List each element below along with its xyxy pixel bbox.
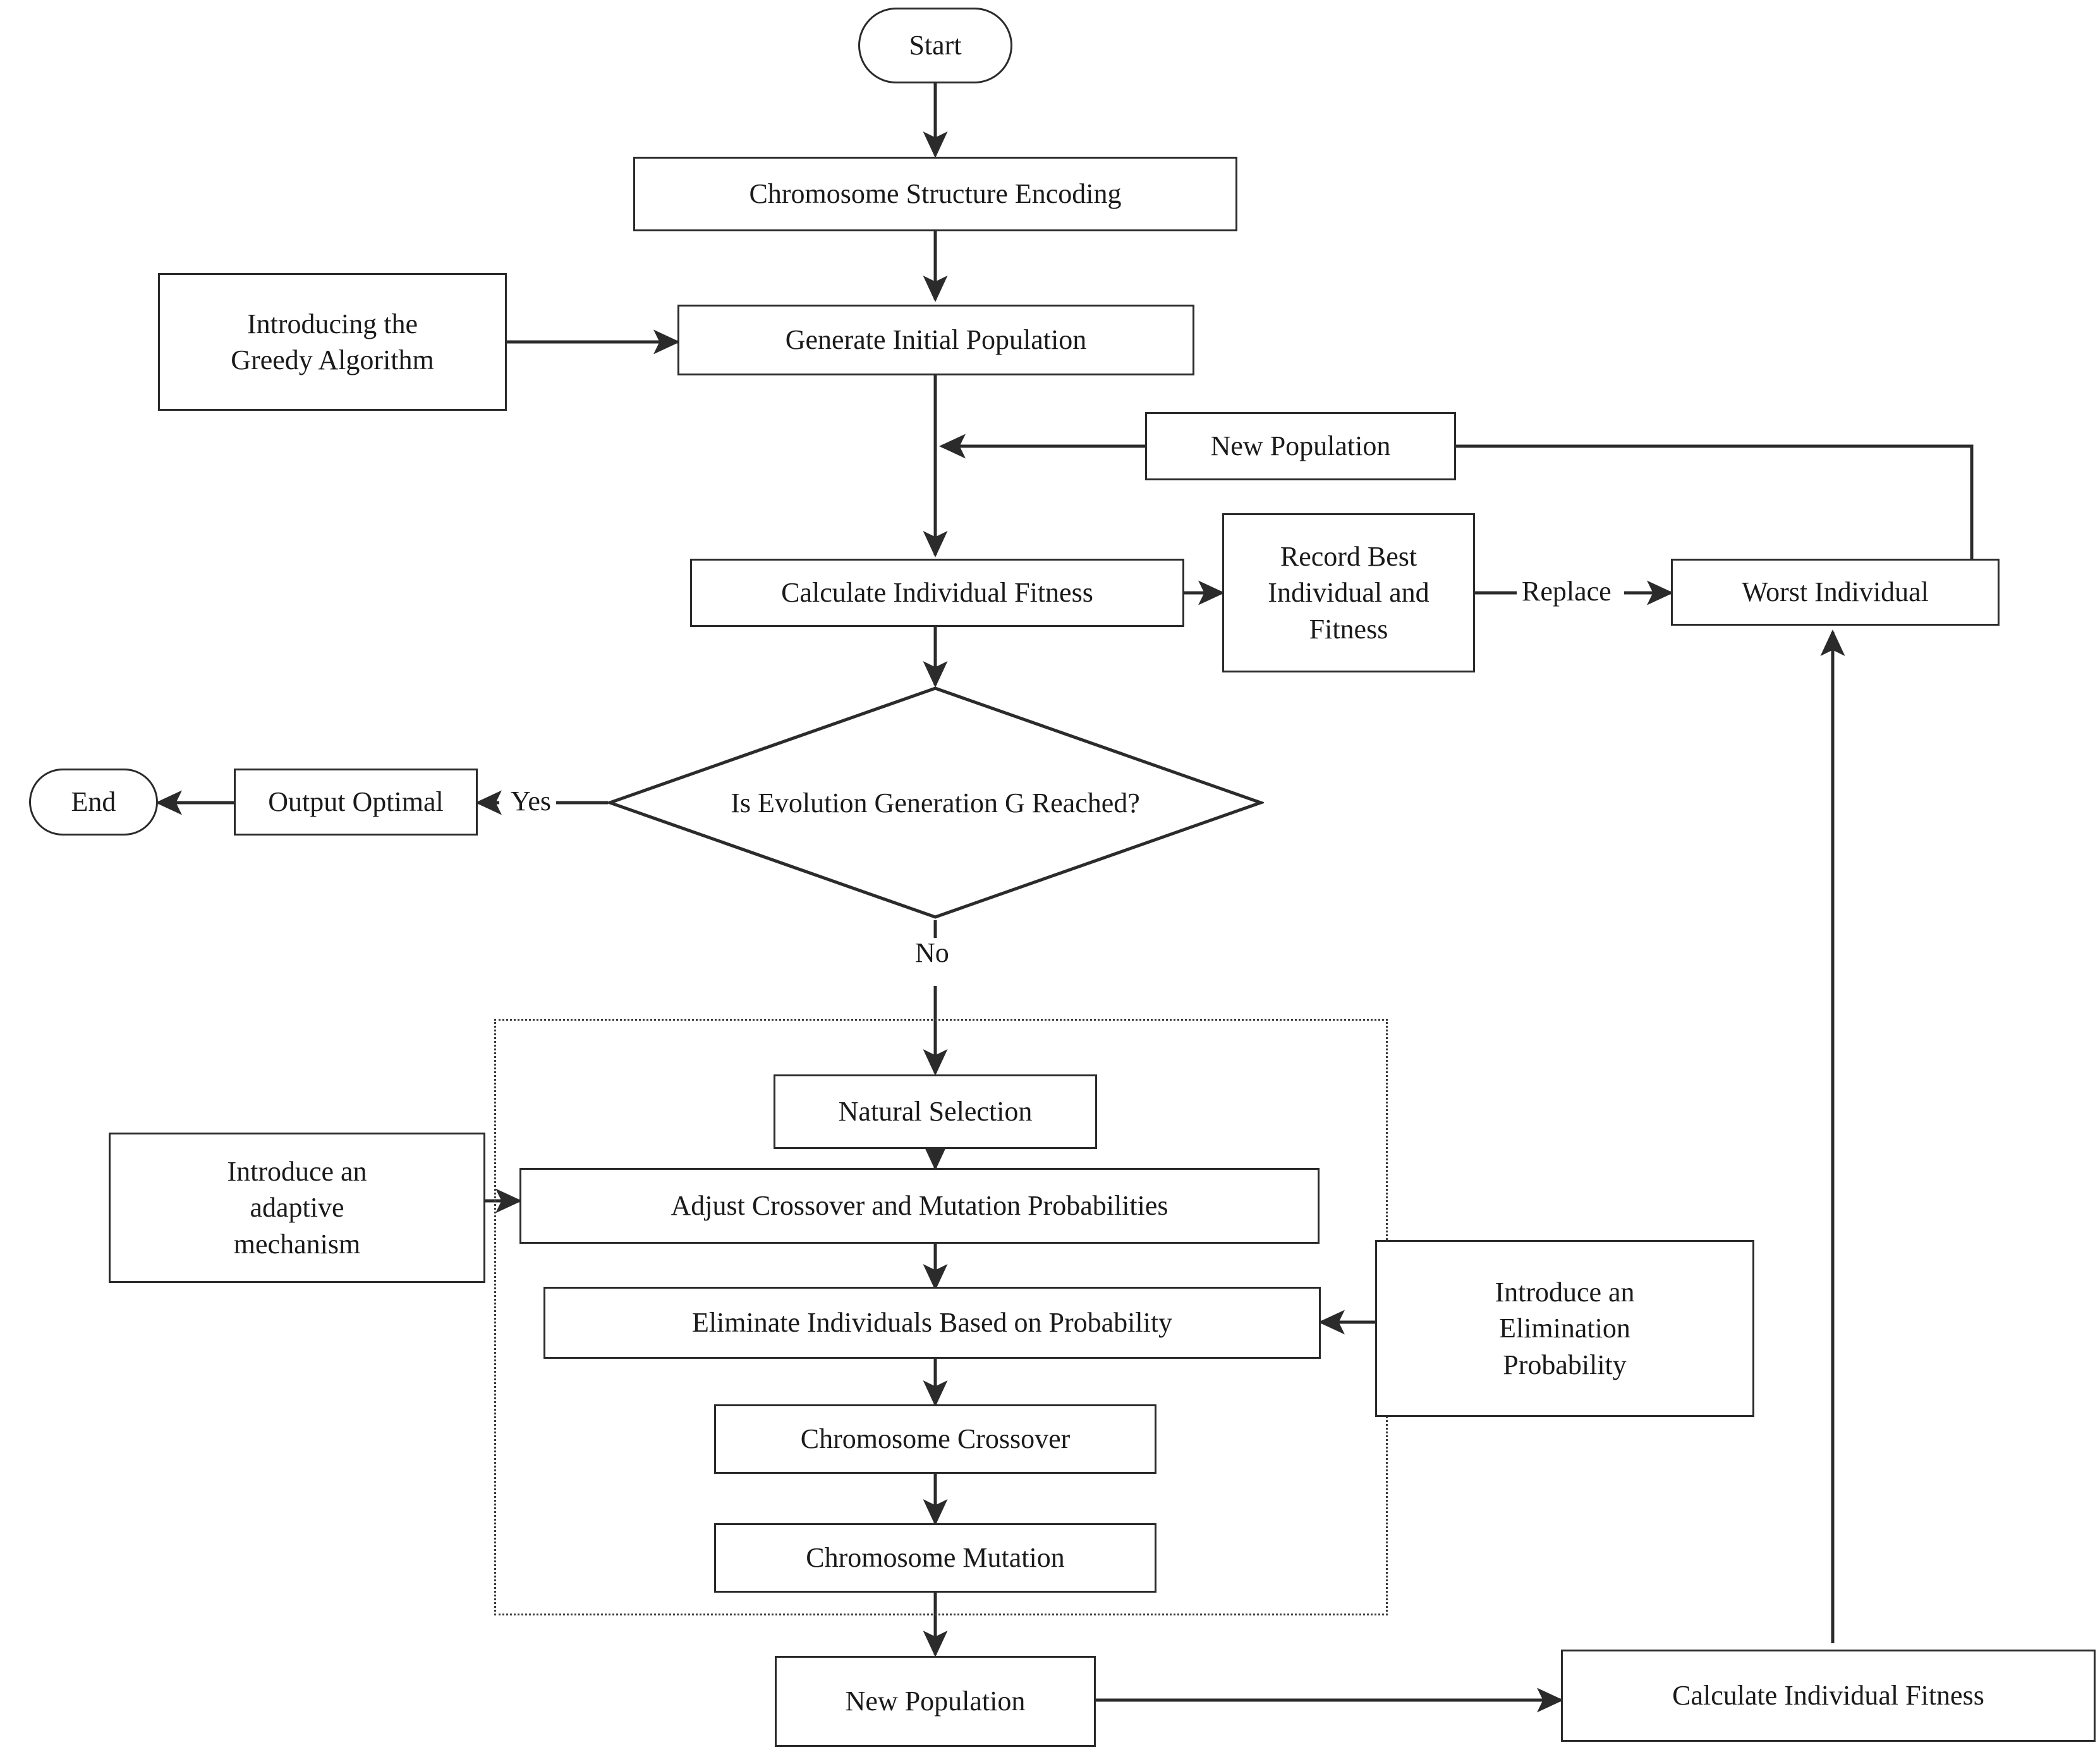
node-calculate-individual-fitness[interactable]: Calculate Individual Fitness: [690, 559, 1184, 627]
node-record-best-line1: Record Best: [1280, 541, 1417, 573]
node-new-population-bottom-label: New Population: [845, 1686, 1026, 1717]
edge-label-no: No: [910, 938, 954, 968]
node-adaptive-line3: mechanism: [233, 1228, 361, 1260]
edge-label-yes: Yes: [506, 786, 557, 817]
node-introduce-elimination-probability[interactable]: Introduce an Elimination Probability: [1375, 1240, 1754, 1417]
node-elim-prob-line3: Probability: [1503, 1349, 1627, 1380]
node-chromosome-structure-encoding[interactable]: Chromosome Structure Encoding: [633, 157, 1237, 231]
node-record-best-line2: Individual and: [1268, 577, 1429, 609]
node-natural-selection[interactable]: Natural Selection: [774, 1074, 1097, 1149]
node-worst-individual-text: Worst Individual: [1742, 576, 1929, 608]
node-eliminate-label: Eliminate Individuals Based on Probabili…: [691, 1307, 1173, 1339]
node-decision-label: Is Evolution Generation G Reached?: [731, 787, 1140, 818]
node-worst-individual[interactable]: Worst Individual: [1671, 559, 2000, 626]
node-elim-prob-line2: Elimination: [1499, 1313, 1630, 1344]
node-new-population-top-label: New Population: [1210, 430, 1391, 462]
node-introducing-greedy-algorithm-line1: Introducing the: [246, 308, 418, 339]
node-start-label: Start: [909, 30, 962, 61]
node-decision-generation-reached[interactable]: Is Evolution Generation G Reached?: [607, 685, 1264, 920]
node-chromosome-mutation[interactable]: Chromosome Mutation: [714, 1523, 1156, 1593]
node-end[interactable]: End: [29, 769, 158, 836]
node-output-optimal[interactable]: Output Optimal: [234, 769, 478, 836]
edge-label-yes-text: Yes: [511, 786, 552, 817]
node-chromosome-mutation-label: Chromosome Mutation: [806, 1542, 1065, 1574]
node-new-population-top[interactable]: New Population: [1145, 412, 1456, 480]
edge-label-no-text: No: [915, 937, 949, 968]
node-calculate-individual-fitness-bottom-label: Calculate Individual Fitness: [1672, 1680, 1984, 1711]
node-introduce-adaptive-mechanism[interactable]: Introduce an adaptive mechanism: [109, 1133, 485, 1283]
node-record-best-line3: Fitness: [1309, 613, 1388, 645]
edge-label-replace-text: Replace: [1522, 576, 1611, 607]
node-output-optimal-label: Output Optimal: [268, 786, 444, 818]
node-chromosome-crossover-label: Chromosome Crossover: [800, 1423, 1071, 1455]
node-generate-initial-population-label: Generate Initial Population: [785, 324, 1087, 356]
node-start[interactable]: Start: [858, 8, 1012, 83]
node-adaptive-line2: adaptive: [250, 1192, 344, 1224]
node-eliminate-individuals-based-on-probability[interactable]: Eliminate Individuals Based on Probabili…: [543, 1287, 1321, 1359]
node-calculate-individual-fitness-label: Calculate Individual Fitness: [781, 577, 1093, 609]
node-end-label: End: [71, 786, 116, 818]
node-new-population-bottom[interactable]: New Population: [775, 1656, 1096, 1747]
node-chromosome-crossover[interactable]: Chromosome Crossover: [714, 1404, 1156, 1474]
node-record-best-individual-and-fitness[interactable]: Record Best Individual and Fitness: [1222, 513, 1475, 672]
node-adjust-probs-label: Adjust Crossover and Mutation Probabilit…: [671, 1190, 1168, 1222]
node-chromosome-structure-encoding-label: Chromosome Structure Encoding: [749, 178, 1122, 210]
node-introducing-greedy-algorithm[interactable]: Introducing the Greedy Algorithm: [158, 273, 507, 411]
node-natural-selection-label: Natural Selection: [838, 1096, 1033, 1128]
node-generate-initial-population[interactable]: Generate Initial Population: [677, 305, 1194, 375]
node-adaptive-line1: Introduce an: [227, 1156, 367, 1188]
node-introducing-greedy-algorithm-line2: Greedy Algorithm: [231, 344, 434, 375]
edge-label-replace: Replace: [1517, 576, 1617, 607]
node-elim-prob-line1: Introduce an: [1495, 1277, 1635, 1308]
node-calculate-individual-fitness-bottom[interactable]: Calculate Individual Fitness: [1561, 1650, 2096, 1742]
node-adjust-crossover-mutation-probabilities[interactable]: Adjust Crossover and Mutation Probabilit…: [519, 1168, 1320, 1244]
diamond-shape: [607, 686, 1264, 919]
